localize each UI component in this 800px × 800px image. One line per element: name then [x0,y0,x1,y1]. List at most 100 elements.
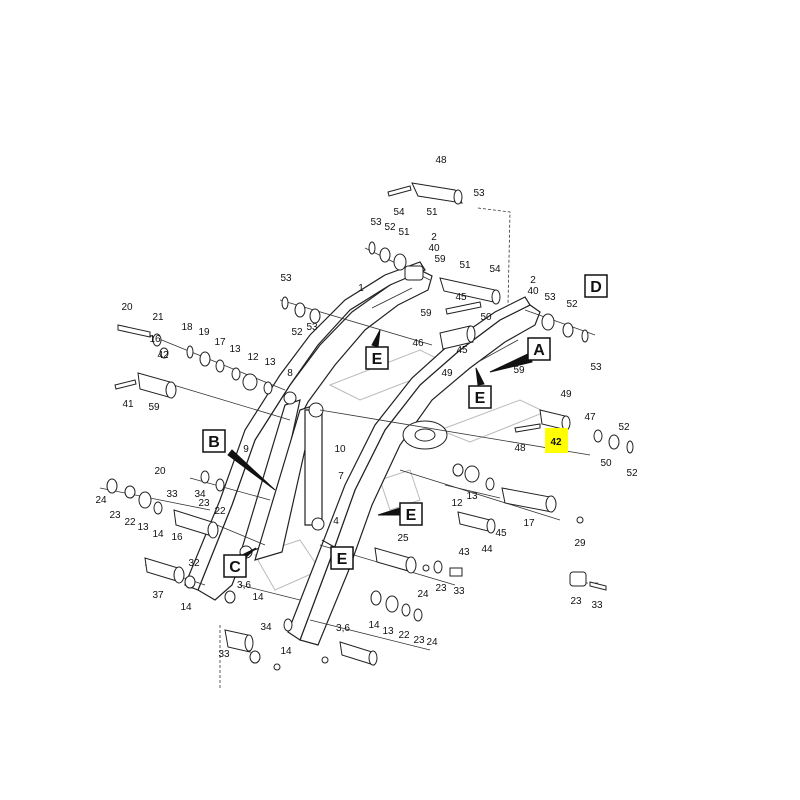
part-label: 34 [194,489,206,500]
part-label: 17 [214,337,226,348]
part-label: 13 [264,357,276,368]
part-label: 53 [590,362,602,373]
part-label: 13 [229,344,241,355]
part-label: 24 [426,637,438,648]
part-label: 59 [513,365,525,376]
part-label: 45 [495,528,507,539]
part-label: 51 [426,207,438,218]
part-label: 22 [124,517,136,528]
part-label: 16 [149,334,161,345]
part-label: 7 [338,471,344,482]
part-label: 14 [252,592,264,603]
svg-text:D: D [590,279,602,296]
part-label: 14 [152,529,164,540]
part-label: 59 [148,402,160,413]
part-label: 3,6 [237,580,251,591]
part-label: 12 [451,498,463,509]
part-label: 52 [291,327,303,338]
part-label: 43 [458,547,470,558]
part-label: 54 [393,207,405,218]
part-label: 53 [370,217,382,228]
part-label: 53 [280,273,292,284]
part-label: 59 [434,254,446,265]
part-label: 13 [137,522,149,533]
part-label: 40 [428,243,440,254]
part-label: 52 [618,422,630,433]
part-label: 49 [441,368,453,379]
part-label: 33 [453,586,465,597]
part-label: 1 [358,283,364,294]
part-label: 21 [152,312,164,323]
part-label: 3,6 [336,623,350,634]
part-label: 33 [166,489,178,500]
tilt-linkage [239,391,325,561]
part-label: 19 [198,327,210,338]
highlight-42 [545,428,568,453]
part-label: 52 [566,299,578,310]
part-label: 53 [306,322,318,333]
part-label: 33 [218,649,230,660]
part-label: 40 [527,286,539,297]
part-label-highlighted: 42 [550,437,562,448]
part-label: 24 [417,589,429,600]
callout-box-c: C [223,554,247,578]
part-label: 22 [398,630,410,641]
part-label: 13 [382,626,394,637]
svg-text:E: E [337,551,348,568]
part-label: 52 [384,222,396,233]
part-label: 46 [412,338,424,349]
part-label: 23 [413,635,425,646]
part-label: 22 [214,506,226,517]
part-label: 45 [456,345,468,356]
callout-box-e: E [330,546,354,570]
part-label: 25 [397,533,409,544]
callout-box-a: A [527,337,551,361]
part-label: 50 [600,458,612,469]
part-label: 23 [109,510,121,521]
svg-text:C: C [229,559,241,576]
part-label: 29 [574,538,586,549]
part-label: 18 [181,322,193,333]
part-label: 34 [260,622,272,633]
part-label: 23 [435,583,447,594]
part-label: 23 [570,596,582,607]
part-label: 54 [489,264,501,275]
part-label: 16 [171,532,183,543]
part-label: 2 [431,232,437,243]
part-label: 17 [523,518,535,529]
part-label: 42 [157,350,169,361]
parts-group [106,182,634,671]
part-labels: 48 53 54 51 53 52 51 2 40 59 51 54 1 53 … [95,155,638,660]
part-label: 24 [95,495,107,506]
part-label: 59 [420,308,432,319]
part-label: 14 [180,602,192,613]
part-label: 45 [455,292,467,303]
part-label: 51 [398,227,410,238]
part-label: 53 [544,292,556,303]
part-label: 52 [626,468,638,479]
part-label: 33 [591,600,603,611]
part-label: 49 [560,389,572,400]
part-label: 12 [247,352,259,363]
svg-text:E: E [372,351,383,368]
part-label: 47 [584,412,596,423]
part-label: 4 [333,516,339,527]
part-label: 51 [459,260,471,271]
part-label: 37 [152,590,164,601]
svg-text:B: B [208,434,220,451]
callout-box-d: D [584,274,608,298]
part-label: 50 [480,312,492,323]
part-label: 14 [368,620,380,631]
part-label: 48 [514,443,526,454]
part-label: 2 [530,275,536,286]
part-label: 13 [466,491,478,502]
callout-box-b: B [202,429,226,453]
callout-box-e: E [365,346,389,370]
part-label: 41 [122,399,134,410]
part-label: 10 [334,444,346,455]
callout-box-e: E [399,502,423,526]
part-label: 20 [154,466,166,477]
right-loader-arm [287,296,541,646]
part-label: 44 [481,544,493,555]
